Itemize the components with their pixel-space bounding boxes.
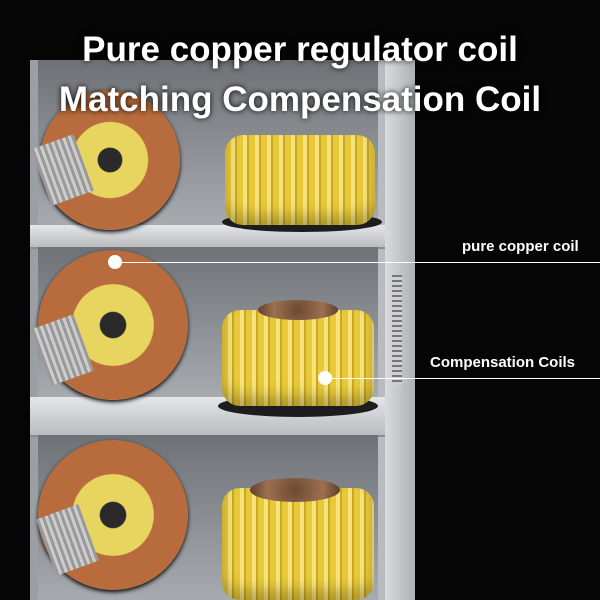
compensation-coil-bottom: [222, 488, 374, 600]
compensation-coil-top: [225, 135, 375, 225]
callout-dot-compensation: [318, 371, 332, 385]
headline-line-1: Pure copper regulator coil: [82, 30, 518, 69]
vent-slots: [392, 275, 402, 385]
callout-dot-copper: [108, 255, 122, 269]
callout-line-copper: [115, 262, 600, 263]
transformer-top-disc: [250, 478, 340, 502]
callout-label-copper: pure copper coil: [462, 238, 579, 255]
transformer-top-disc: [258, 300, 338, 320]
compensation-coil-middle: [222, 310, 374, 406]
callout-line-compensation: [325, 378, 600, 379]
headline-line-2: Matching Compensation Coil: [58, 80, 542, 119]
callout-label-compensation: Compensation Coils: [430, 354, 576, 371]
